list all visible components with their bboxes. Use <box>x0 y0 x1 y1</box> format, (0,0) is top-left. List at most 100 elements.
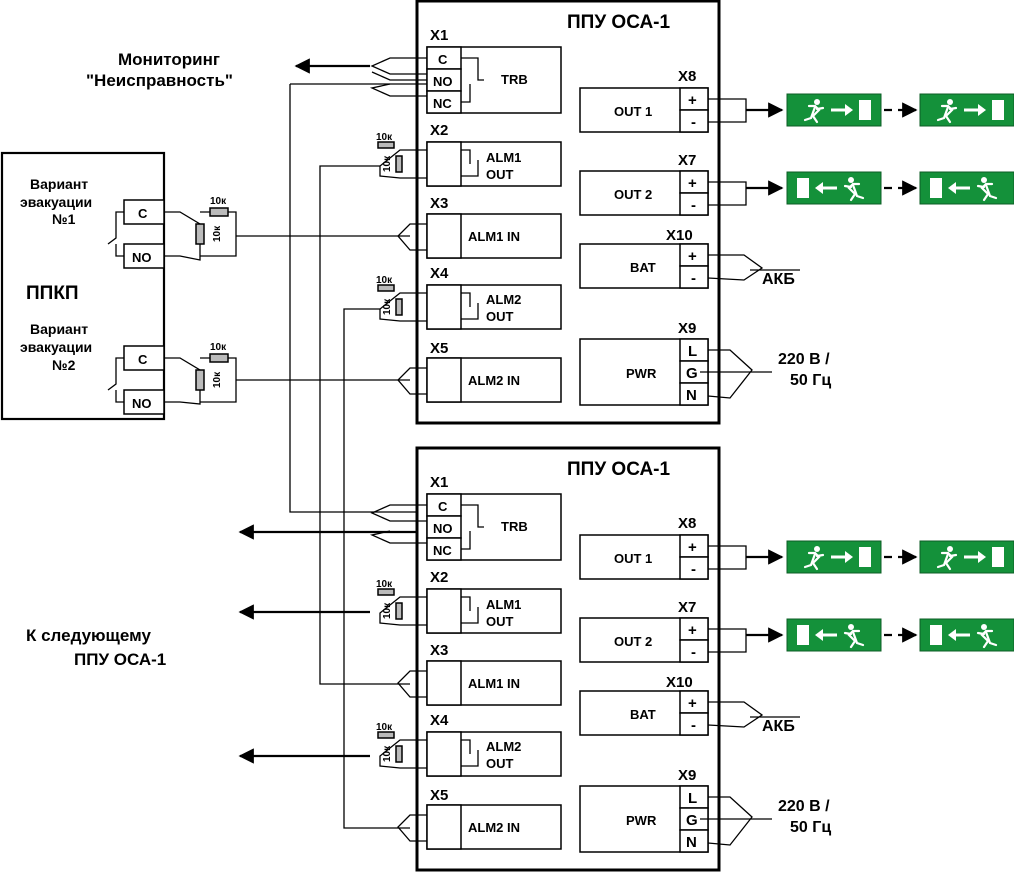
ppkp-panel: ППКП Вариант эвакуации №1 Вариант эвакуа… <box>0 151 410 421</box>
svg-text:X3: X3 <box>430 642 448 659</box>
svg-text:+: + <box>688 175 697 192</box>
svg-text:-: - <box>691 644 696 661</box>
x8-out1: OUT 1 + - <box>579 534 784 580</box>
svg-text:X4: X4 <box>430 712 449 729</box>
svg-text:L: L <box>688 343 697 360</box>
svg-text:-: - <box>691 197 696 214</box>
x1-trb: C NO NC TRB <box>369 493 562 561</box>
svg-text:G: G <box>686 365 698 382</box>
svg-text:NO: NO <box>433 74 453 89</box>
svg-text:OUT: OUT <box>486 167 514 182</box>
svg-text:TRB: TRB <box>501 72 528 87</box>
x2-alm1-out: ALM1 OUT 10к 10к <box>376 579 562 634</box>
svg-text:+: + <box>688 248 697 265</box>
svg-text:10к: 10к <box>376 722 393 733</box>
svg-text:OUT 1: OUT 1 <box>614 551 652 566</box>
ppkp-label: ППКП <box>26 283 79 304</box>
svg-text:-: - <box>691 270 696 287</box>
x5-alm2-in: ALM2 IN <box>397 357 562 403</box>
svg-text:OUT 1: OUT 1 <box>614 104 652 119</box>
power-label: 220 В / 50 Гц <box>778 798 831 836</box>
svg-text:X2: X2 <box>430 569 448 586</box>
x1-trb: C NO NC TRB <box>426 46 562 114</box>
svg-text:№1: №1 <box>52 211 76 227</box>
svg-text:-: - <box>691 717 696 734</box>
exit-sign-right <box>785 539 883 575</box>
svg-text:ALM2: ALM2 <box>486 292 521 307</box>
svg-text:эвакуации: эвакуации <box>20 194 92 210</box>
svg-text:Вариант: Вариант <box>30 176 88 192</box>
x10-bat: BAT + - <box>579 690 800 736</box>
svg-text:ALM1 IN: ALM1 IN <box>468 676 520 691</box>
svg-text:ALM1 IN: ALM1 IN <box>468 229 520 244</box>
svg-text:ALM1: ALM1 <box>486 150 521 165</box>
x10-bat: BAT + - <box>579 243 800 289</box>
svg-text:X7: X7 <box>678 599 696 616</box>
device-top: ППУ ОСА-1 X1 C NO NC TRB X2 ALM1 OUT <box>289 0 1014 829</box>
svg-text:X2: X2 <box>430 122 448 139</box>
x7-out2: OUT 2 + - <box>579 617 784 663</box>
exit-sign-right <box>918 92 1014 128</box>
svg-text:50 Гц: 50 Гц <box>790 819 831 836</box>
exit-sign-left <box>785 617 883 653</box>
battery-label: АКБ <box>762 271 795 288</box>
svg-text:-: - <box>691 561 696 578</box>
svg-text:NC: NC <box>433 96 452 111</box>
svg-text:-: - <box>691 114 696 131</box>
device-title: ППУ ОСА-1 <box>567 12 670 33</box>
svg-text:X5: X5 <box>430 787 448 804</box>
svg-text:X8: X8 <box>678 68 696 85</box>
svg-text:X9: X9 <box>678 320 696 337</box>
x9-pwr: PWR L G N <box>579 785 772 853</box>
svg-text:ALM2 IN: ALM2 IN <box>468 373 520 388</box>
svg-text:OUT: OUT <box>486 309 514 324</box>
svg-text:+: + <box>688 92 697 109</box>
svg-text:X9: X9 <box>678 767 696 784</box>
svg-text:10к: 10к <box>210 342 227 353</box>
svg-text:ALM2 IN: ALM2 IN <box>468 820 520 835</box>
svg-text:ALM1: ALM1 <box>486 597 521 612</box>
svg-text:эвакуации: эвакуации <box>20 339 92 355</box>
svg-text:ППУ ОСА-1: ППУ ОСА-1 <box>74 650 166 669</box>
svg-text:№2: №2 <box>52 357 76 373</box>
svg-text:Мониторинг: Мониторинг <box>118 50 220 69</box>
variant2-label: Вариант эвакуации №2 <box>20 321 92 373</box>
x9-pwr: PWR L G N <box>579 338 772 406</box>
power-label: 220 В / 50 Гц <box>778 351 831 389</box>
variant1-resistors: 10к 10к <box>164 196 410 261</box>
svg-text:OUT: OUT <box>486 756 514 771</box>
exit-sign-left <box>918 617 1014 653</box>
svg-text:X4: X4 <box>430 265 449 282</box>
svg-text:10к: 10к <box>210 196 227 207</box>
svg-text:PWR: PWR <box>626 813 657 828</box>
svg-text:X8: X8 <box>678 515 696 532</box>
svg-text:NO: NO <box>132 396 152 411</box>
monitoring-label: Мониторинг "Неисправность" <box>86 50 233 90</box>
svg-text:X10: X10 <box>666 227 693 244</box>
svg-text:C: C <box>438 499 448 514</box>
svg-text:PWR: PWR <box>626 366 657 381</box>
device-title: ППУ ОСА-1 <box>567 459 670 480</box>
svg-text:10к: 10к <box>382 155 393 172</box>
svg-text:10к: 10к <box>212 371 223 388</box>
svg-text:10к: 10к <box>382 602 393 619</box>
svg-text:NO: NO <box>433 521 453 536</box>
device-bottom: ППУ ОСА-1 X1 C NO NC TRB X2 ALM1 OUT 10 <box>369 446 1014 872</box>
svg-text:X5: X5 <box>430 340 448 357</box>
svg-text:+: + <box>688 539 697 556</box>
x2-alm1-out: ALM1 OUT 10к 10к <box>319 132 562 685</box>
svg-text:220 В /: 220 В / <box>778 798 830 815</box>
exit-sign-left <box>918 170 1014 206</box>
svg-text:+: + <box>688 622 697 639</box>
variant1-label: Вариант эвакуации №1 <box>20 176 92 227</box>
exit-sign-right <box>785 92 883 128</box>
svg-text:10к: 10к <box>382 298 393 315</box>
svg-text:X3: X3 <box>430 195 448 212</box>
x3-alm1-in: ALM1 IN <box>397 213 562 259</box>
svg-text:"Неисправность": "Неисправность" <box>86 71 233 90</box>
variant1-contact: C NO <box>107 199 165 269</box>
next-device-label: К следующему ППУ ОСА-1 <box>26 626 166 669</box>
svg-text:X1: X1 <box>430 27 448 44</box>
svg-text:OUT 2: OUT 2 <box>614 187 652 202</box>
